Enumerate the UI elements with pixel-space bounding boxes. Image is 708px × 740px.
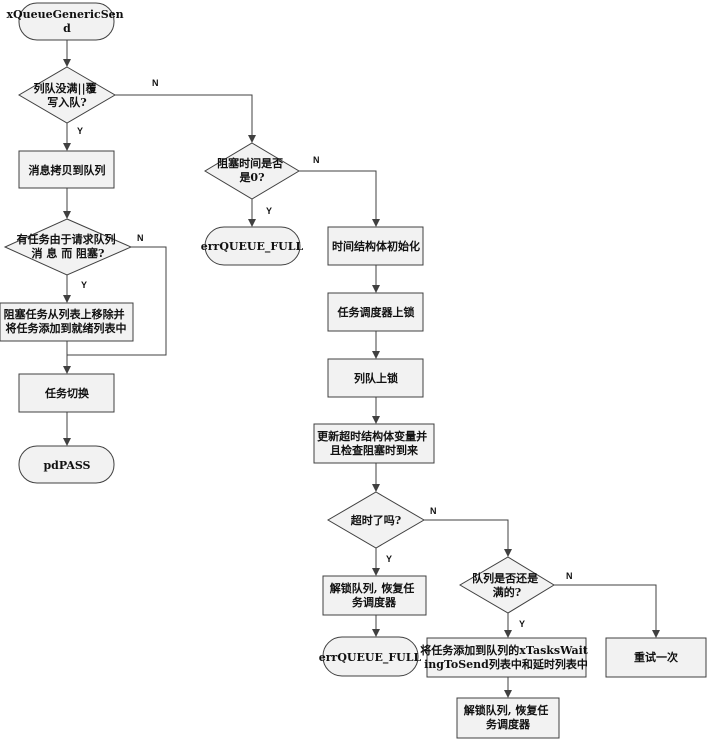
unlock-resume-process-2 (456, 697, 560, 739)
queue-still-full-decision (459, 556, 555, 614)
edge-q1-to-q3 (115, 94, 256, 143)
unblock-task-process (0, 302, 134, 342)
queue-lock-process (327, 358, 424, 398)
q3-label: 阻塞时间是否 是0? (217, 156, 287, 184)
unlock1-label: 解锁队列, 恢复任 务调度器 (330, 581, 419, 609)
retry-process (605, 637, 707, 678)
start-label: xQueueGenericSen d (7, 8, 128, 35)
q3-no-label: N (313, 155, 320, 165)
edge-q3-to-timeinit (299, 170, 380, 227)
pdpass-terminator (18, 445, 115, 484)
q3-yes-label: Y (266, 206, 272, 216)
copy-to-queue-process (18, 150, 115, 189)
q1-label: 列队没满||覆 写入队? (34, 81, 101, 109)
q5-no-label: N (566, 571, 573, 581)
q2-label: 有任务由于请求队列 消 息 而 阻塞? (17, 232, 120, 260)
queuelock-label: 列队上锁 (354, 371, 398, 385)
q5-yes-label: Y (519, 619, 525, 629)
unlock-resume-process-1 (322, 575, 427, 616)
q2-yes-label: Y (81, 280, 87, 290)
update-timeout-process (313, 423, 435, 464)
edge-q5-to-retry (554, 584, 660, 638)
queue-not-full-decision (18, 66, 116, 124)
q2-no-label: N (137, 233, 144, 243)
q4-yes-label: Y (386, 554, 392, 564)
unlock2-label: 解锁队列, 恢复任 务调度器 (464, 703, 553, 731)
switch-label: 任务切换 (44, 386, 90, 400)
edge-q4-to-q5 (424, 519, 512, 557)
q1-no-label: N (152, 78, 159, 88)
q5-label: 队列是否还是 满的? (472, 571, 542, 599)
errfull2-label: errQUEUE_FULL (319, 651, 422, 665)
schedlock-label: 任务调度器上锁 (337, 305, 415, 319)
timeinit-label: 时间结构体初始化 (332, 239, 420, 253)
remove-label: 阻塞任务从列表上移除并 将任务添加到就绪列表中 (4, 307, 129, 335)
edge-q2-bypass (67, 246, 167, 356)
scheduler-lock-process (327, 292, 424, 332)
errfull1-label: errQUEUE_FULL (201, 240, 304, 254)
retry-label: 重试一次 (634, 650, 678, 664)
copy-label: 消息拷贝到队列 (29, 163, 106, 177)
q4-label: 超时了吗? (350, 513, 401, 527)
addwait-label: 将任务添加到队列的xTasksWait ingToSend列表中和延时列表中 (420, 643, 591, 671)
update-label: 更新超时结构体变量并 且检查阻塞时到来 (317, 429, 431, 457)
q1-yes-label: Y (77, 126, 83, 136)
pdpass-label: pdPASS (43, 459, 90, 472)
err-queue-full-terminator-2 (322, 636, 419, 677)
q4-no-label: N (430, 506, 437, 516)
err-queue-full-terminator-1 (204, 226, 301, 266)
add-to-waiting-list-process (426, 637, 587, 678)
